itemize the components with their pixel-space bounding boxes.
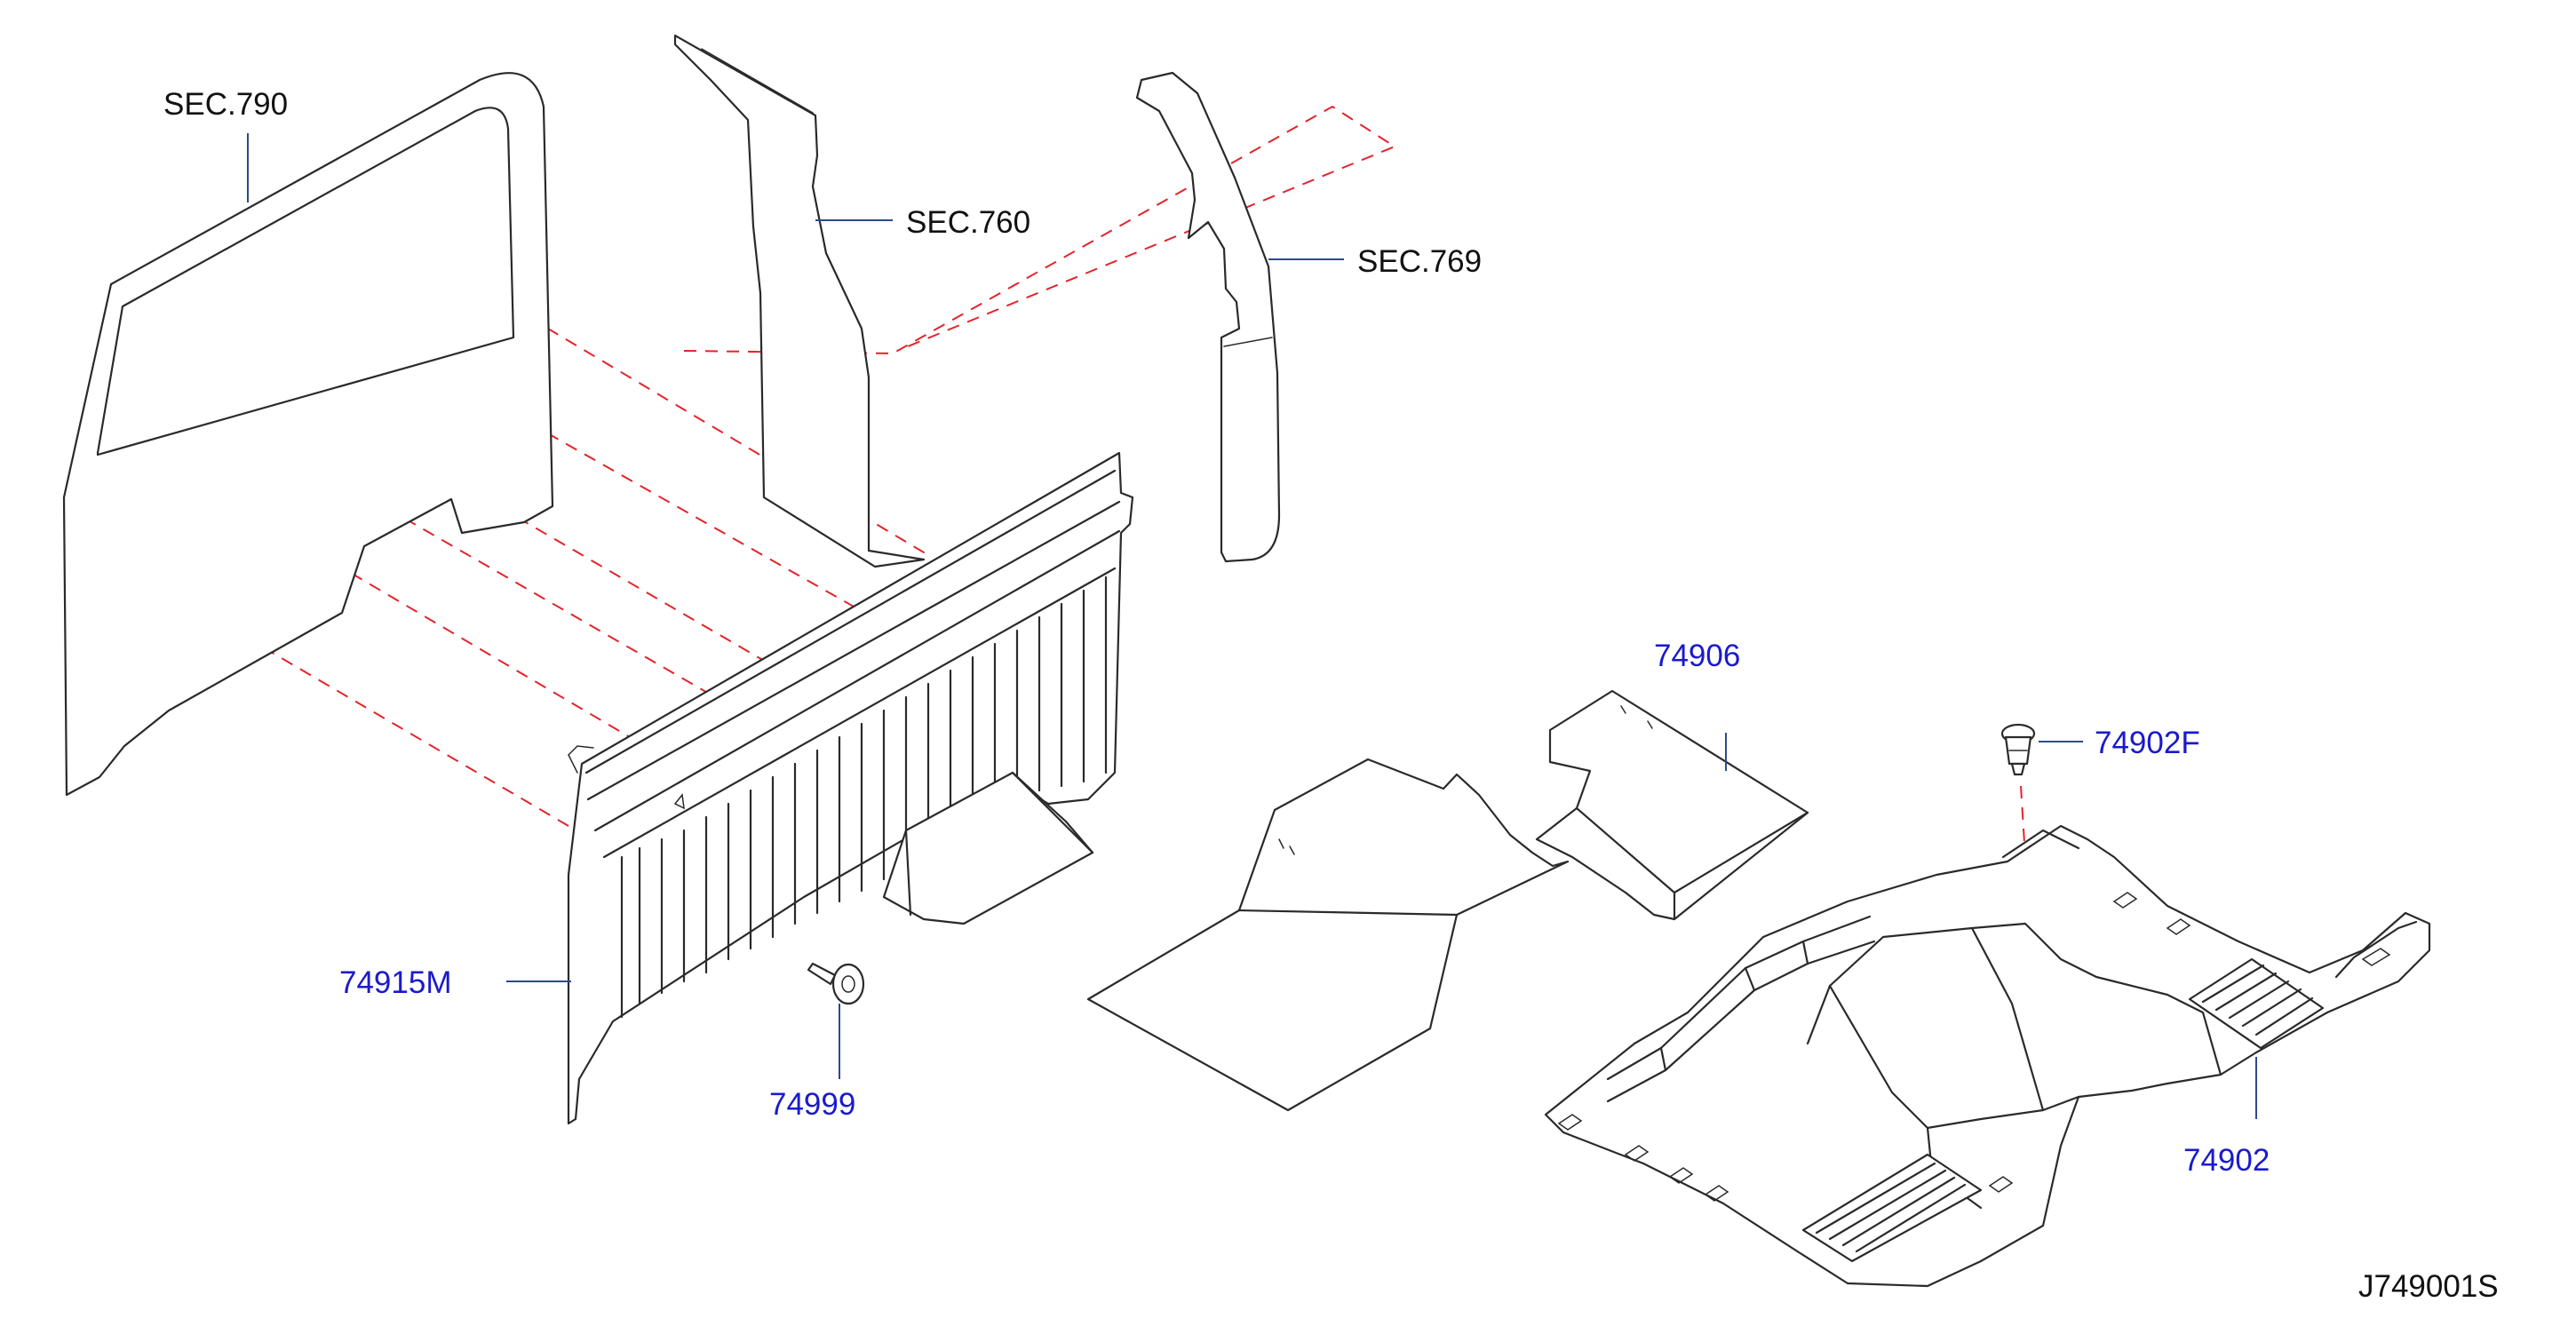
label-part-74915M: 74915M [339, 965, 451, 1000]
rear-wall-trim [567, 451, 1134, 1125]
label-part-74902: 74902 [2183, 1143, 2270, 1178]
label-sec-760: SEC.760 [906, 205, 1030, 240]
rear-window-panel [62, 72, 554, 797]
floor-carpet-74902 [1544, 824, 2431, 1288]
floor-insulator-74906 [1535, 689, 1809, 921]
leader-lines [247, 133, 2257, 1119]
pillar-trim-769 [1135, 71, 1281, 563]
clip-74999 [807, 962, 865, 1005]
clip-74902F [2000, 723, 2036, 776]
label-sec-769: SEC.769 [1357, 244, 1482, 279]
label-sec-790: SEC.790 [163, 87, 288, 122]
pillar-trim-760 [673, 34, 926, 568]
floor-insulator-left [1086, 758, 1570, 1112]
label-part-74906: 74906 [1654, 639, 1740, 673]
label-part-74902F: 74902F [2095, 726, 2200, 760]
diagram-code: J749001S [2358, 1269, 2499, 1304]
label-part-74999: 74999 [769, 1087, 855, 1122]
